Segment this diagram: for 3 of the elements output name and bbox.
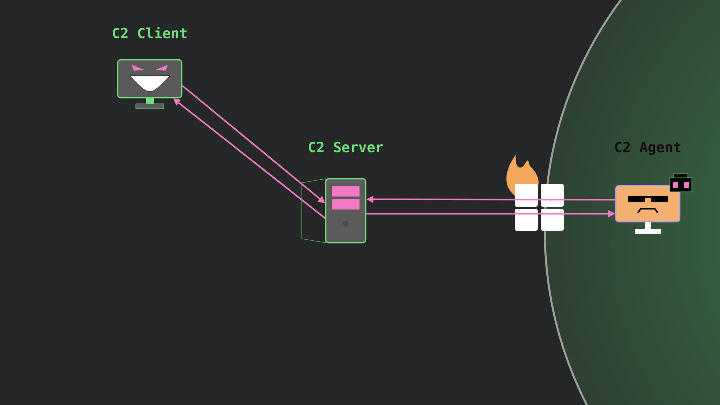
node-title: C2 Server [309,142,384,153]
node-title: C2 Client [113,27,187,39]
node-title: C2 Agent [615,142,681,156]
